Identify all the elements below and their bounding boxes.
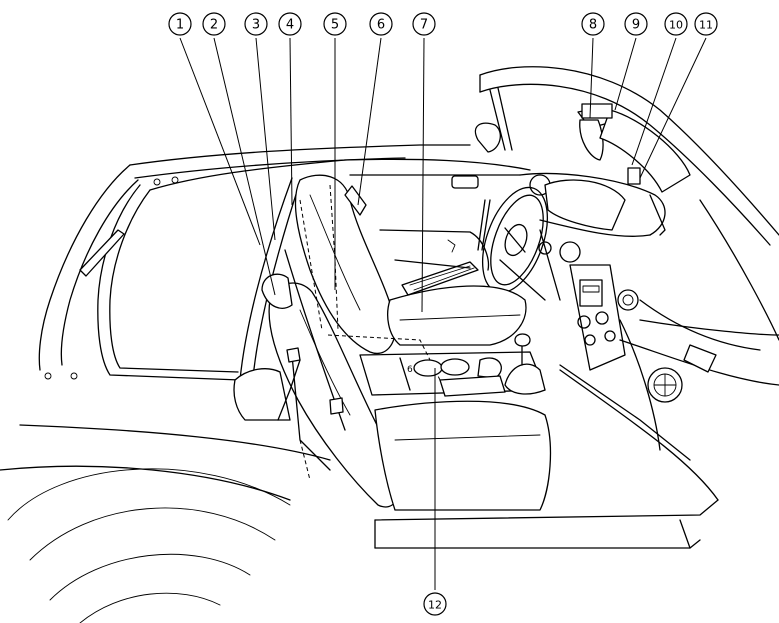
callout-8: 8 xyxy=(581,12,605,119)
steering-wheel xyxy=(482,186,561,301)
callout-10-label: 10 xyxy=(669,19,683,32)
dashboard xyxy=(519,172,761,461)
callout-6: 6 xyxy=(357,12,393,206)
callout-7-label: 7 xyxy=(420,18,428,33)
callout-11-label: 11 xyxy=(699,19,713,32)
callout-9-label: 9 xyxy=(632,18,640,33)
callout-2-label: 2 xyxy=(210,18,218,33)
passenger-seat xyxy=(233,273,552,511)
front-door xyxy=(344,158,531,271)
callout-2: 2 xyxy=(202,12,276,296)
center-console xyxy=(359,333,546,397)
windshield-frame xyxy=(474,66,779,246)
callout-10: 10 xyxy=(631,12,688,166)
callout-5: 5 xyxy=(323,12,347,290)
callout-3-label: 3 xyxy=(252,18,260,33)
console-marker-label: 6 xyxy=(407,365,413,375)
callout-12-label: 12 xyxy=(428,599,442,612)
callout-4: 4 xyxy=(278,12,302,206)
callout-1-label: 1 xyxy=(176,18,184,33)
callout-6-label: 6 xyxy=(377,18,385,33)
car-body xyxy=(0,144,779,623)
callout-8-label: 8 xyxy=(589,18,597,33)
callout-5-label: 5 xyxy=(331,18,339,33)
callout-7: 7 xyxy=(412,12,436,313)
callout-1: 1 xyxy=(168,12,261,246)
callout-12: 12 xyxy=(423,368,447,616)
seatbelts xyxy=(277,184,441,481)
callout-4-label: 4 xyxy=(286,18,294,33)
callout-11: 11 xyxy=(639,12,718,179)
callout-9: 9 xyxy=(614,12,648,111)
callout-3: 3 xyxy=(244,12,276,241)
